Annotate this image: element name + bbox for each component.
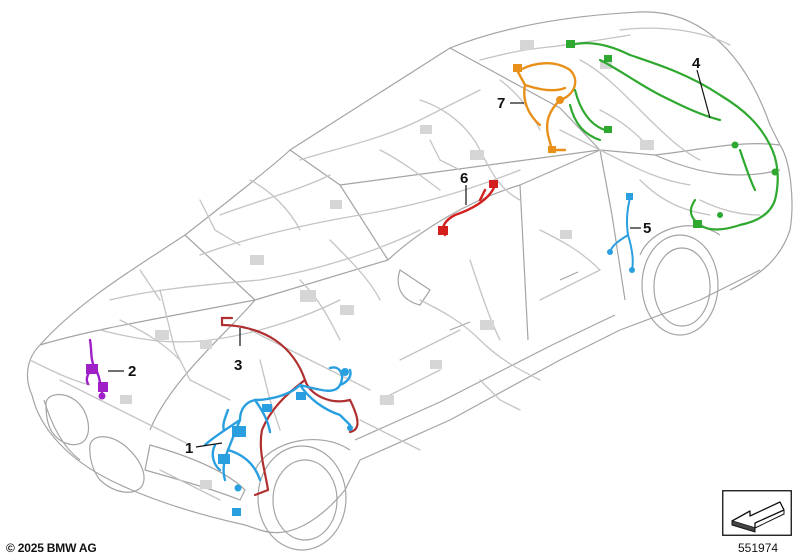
background-connectors [120, 40, 654, 489]
callout-7: 7 [497, 95, 505, 112]
callout-3: 3 [234, 357, 242, 374]
callout-1: 1 [185, 440, 193, 457]
harness-6-connectors [438, 180, 498, 235]
harness-4-rear [568, 41, 779, 231]
harness-5-connectors [607, 193, 635, 273]
harness-4-connectors [566, 40, 779, 228]
harness-7-roof [516, 62, 577, 152]
copyright-text: © 2025 BMW AG [6, 541, 97, 555]
callout-5: 5 [643, 220, 651, 237]
harness-3-engine [220, 316, 359, 497]
callout-4: 4 [692, 55, 701, 72]
car-body-outline [26, 11, 793, 551]
harness-7-connectors [513, 64, 564, 153]
callout-2: 2 [128, 363, 136, 380]
callout-6: 6 [460, 170, 468, 187]
harness-6-pillar [441, 183, 497, 237]
harness-5-rear-door [609, 197, 634, 271]
harness-1-connectors [218, 368, 353, 516]
leader-lines [108, 69, 711, 448]
navigation-arrow-icon[interactable] [722, 490, 792, 536]
background-wiring [29, 27, 761, 501]
diagram-id: 551974 [738, 541, 779, 555]
harness-2-connectors [86, 364, 108, 400]
